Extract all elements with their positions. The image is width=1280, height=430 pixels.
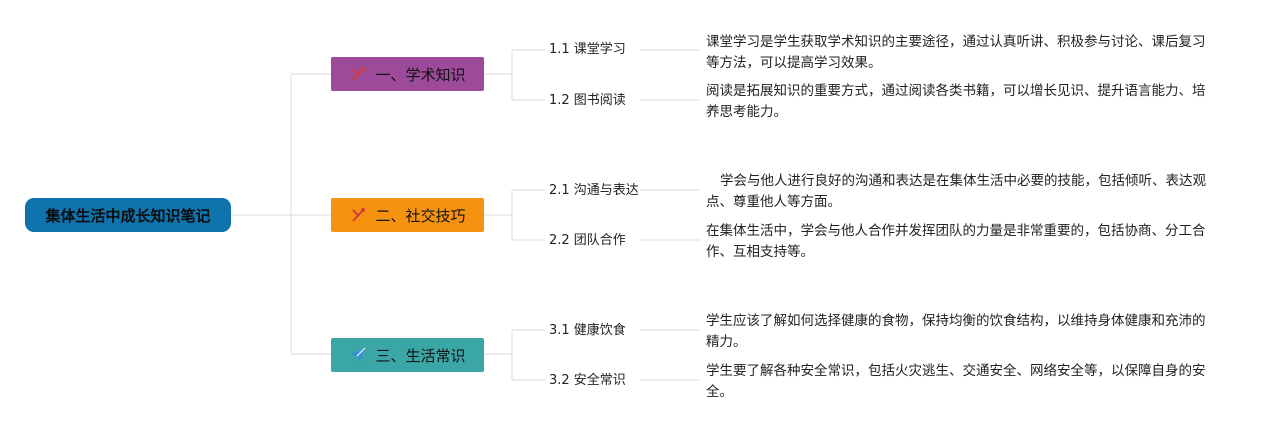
subtopic-safety[interactable]: 3.2 安全常识 [549,373,626,388]
tools-icon [352,208,366,222]
paper-plane-icon [351,347,366,362]
subtopic-book-reading[interactable]: 1.2 图书阅读 [549,93,626,108]
subtopic-teamwork[interactable]: 2.2 团队合作 [549,233,626,248]
note-safety: 学生要了解各种安全常识，包括火灾逃生、交通安全、网络安全等，以保障自身的安全。 [706,363,1206,400]
note-teamwork: 在集体生活中，学会与他人合作并发挥团队的力量是非常重要的，包括协商、分工合作、互… [706,223,1206,260]
branch-topic-label: 一、学术知识 [375,65,466,84]
note-communication: 学会与他人进行良好的沟通和表达是在集体生活中必要的技能，包括倾听、表达观点、尊重… [706,173,1206,210]
root-topic-label: 集体生活中成长知识笔记 [45,206,211,225]
branch-topic-label: 三、生活常识 [375,346,466,365]
note-class-learning: 课堂学习是学生获取学术知识的主要途径，通过认真听讲、积极参与讨论、课后复习等方法… [706,34,1206,71]
tools-icon [352,67,366,81]
branch-topic-social[interactable]: 二、社交技巧 [331,198,484,232]
root-topic[interactable]: 集体生活中成长知识笔记 [25,198,231,232]
branch-topic-academic[interactable]: 一、学术知识 [331,57,484,91]
subtopic-healthy-diet[interactable]: 3.1 健康饮食 [549,323,626,338]
note-book-reading: 阅读是拓展知识的重要方式，通过阅读各类书籍，可以增长见识、提升语言能力、培养思考… [706,83,1206,120]
branch-topic-label: 二、社交技巧 [375,206,466,225]
branch-topic-life[interactable]: 三、生活常识 [331,338,484,372]
subtopic-class-learning[interactable]: 1.1 课堂学习 [549,42,626,57]
note-healthy-diet: 学生应该了解如何选择健康的食物，保持均衡的饮食结构，以维持身体健康和充沛的精力。 [706,313,1206,350]
subtopic-communication[interactable]: 2.1 沟通与表达 [549,183,639,198]
